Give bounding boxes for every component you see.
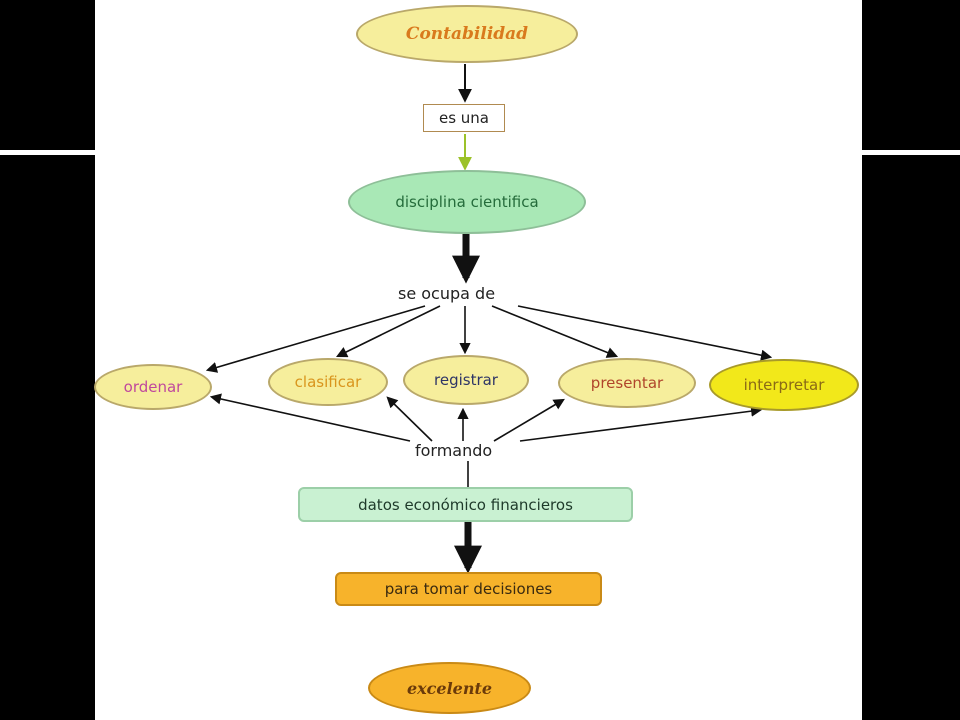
arrow-se-ocupa-to-interpretar <box>517 305 773 361</box>
node-excelente: excelente <box>368 662 531 714</box>
node-es-una: es una <box>423 104 505 132</box>
node-registrar: registrar <box>403 355 529 405</box>
arrow-formando-to-presentar <box>493 398 565 442</box>
node-contabilidad: Contabilidad <box>356 5 578 63</box>
disciplina-label: disciplina cientifica <box>395 193 539 211</box>
contabilidad-label: Contabilidad <box>405 24 529 44</box>
node-datos-economico-financieros: datos económico financieros <box>298 487 633 522</box>
label-se-ocupa-de: se ocupa de <box>398 284 496 303</box>
arrow-se-ocupa-to-ordenar <box>205 305 426 373</box>
right-white-divider <box>862 150 960 155</box>
clasificar-label: clasificar <box>294 373 362 391</box>
arrow-formando-to-interpretar <box>519 405 763 442</box>
interpretar-label: interpretar <box>743 376 825 394</box>
node-interpretar: interpretar <box>709 359 859 411</box>
node-presentar: presentar <box>558 358 696 408</box>
ordenar-label: ordenar <box>123 378 183 396</box>
registrar-label: registrar <box>434 371 498 389</box>
arrow-formando-to-clasificar <box>386 396 433 442</box>
node-clasificar: clasificar <box>268 358 388 406</box>
left-white-divider <box>0 150 95 155</box>
arrow-formando-to-ordenar <box>209 393 411 442</box>
node-para-tomar-decisiones: para tomar decisiones <box>335 572 602 606</box>
excelente-label: excelente <box>406 678 493 698</box>
datos-label: datos económico financieros <box>358 495 573 514</box>
node-disciplina-cientifica: disciplina cientifica <box>348 170 586 234</box>
arrow-se-ocupa-to-presentar <box>491 305 619 358</box>
presentar-label: presentar <box>590 374 664 392</box>
decisiones-label: para tomar decisiones <box>384 580 553 598</box>
node-ordenar: ordenar <box>94 364 212 410</box>
es-una-label: es una <box>438 109 490 127</box>
arrow-se-ocupa-to-clasificar <box>335 305 441 358</box>
label-formando: formando <box>415 441 493 460</box>
